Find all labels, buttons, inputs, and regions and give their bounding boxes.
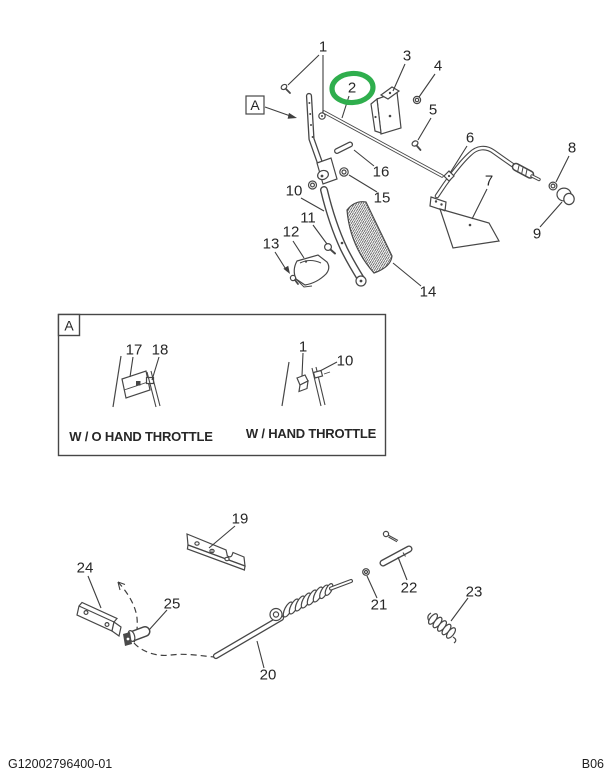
callout-21-label: 21	[371, 597, 388, 614]
inset-left-sketch	[112, 355, 161, 408]
leader-lines-inset-left	[129, 356, 160, 381]
part-4-nut	[412, 95, 422, 105]
leader-lines-bottom	[87, 525, 469, 669]
callout-6-label: 6	[466, 130, 474, 147]
cable-spring-coils	[282, 583, 334, 618]
arrowhead-routing	[117, 581, 126, 591]
highlight-ellipse	[329, 70, 376, 106]
part-15-nut	[339, 167, 349, 177]
part-10-pedal-arm	[320, 186, 367, 287]
detail-inset: A 17 18 W / O HAND THROTTLE 1 10 W / HAN…	[57, 313, 387, 457]
part-21-nut	[362, 568, 370, 576]
callout-5-label: 5	[429, 102, 437, 119]
inset-left-caption: W / O HAND THROTTLE	[69, 429, 213, 444]
leader-lines-inset-right	[301, 352, 338, 377]
part-lever	[305, 92, 324, 167]
callout-inset-10-label: 10	[337, 353, 354, 370]
part-25-clamp	[123, 626, 151, 646]
part-5-screw	[411, 140, 422, 151]
footer-part-number: G12002796400-01	[8, 757, 112, 771]
callout-23-label: 23	[466, 584, 483, 601]
callout-16-label: 16	[373, 164, 390, 181]
detail-marker-A: A	[245, 95, 297, 119]
part-16-pin	[334, 141, 353, 154]
arrowhead	[287, 112, 297, 119]
callout-10-label: 10	[286, 183, 303, 200]
callout-19-label: 19	[232, 511, 249, 528]
part-8-nut	[548, 181, 558, 191]
part-20-cable	[212, 579, 353, 660]
callout-7-label: 7	[485, 173, 493, 190]
callout-12-label: 12	[283, 224, 300, 241]
part-2-rod	[322, 110, 444, 178]
part-pivot-block	[307, 157, 338, 190]
inset-marker-box	[57, 313, 81, 337]
cable-routing-dashed	[117, 581, 215, 658]
part-13-screw	[289, 274, 299, 285]
part-24-bracket	[76, 601, 122, 638]
callout-24-label: 24	[77, 560, 94, 577]
callout-inset-1-label: 1	[299, 339, 307, 356]
detail-marker-label: A	[250, 97, 260, 113]
callout-15-label: 15	[374, 190, 391, 207]
part-9-bushing	[556, 187, 575, 206]
callout-9-label: 9	[533, 226, 541, 243]
footer-page-code: B06	[582, 757, 604, 771]
callout-1-label: 1	[319, 39, 327, 56]
arrowhead-13	[283, 265, 290, 274]
callout-3-label: 3	[403, 48, 411, 65]
part-12-clip	[293, 254, 330, 288]
part-14-pedal-pad	[346, 201, 393, 274]
inset-border	[57, 313, 387, 457]
inset-right-sketch	[281, 361, 331, 407]
part-11-screw	[324, 243, 336, 255]
bottom-view: 19 20 21 22 23 24 25	[76, 511, 483, 684]
part-7-bracket	[429, 196, 500, 249]
callout-11-label: 11	[300, 210, 316, 227]
leader-lines-main	[274, 54, 570, 287]
callout-8-label: 8	[568, 140, 576, 157]
main-view: A 1 2 3 4 5 6 7 8 9 10 11 12 13 14 15 16	[245, 39, 576, 301]
inset-right-caption: W / HAND THROTTLE	[246, 426, 377, 441]
callout-17-label: 17	[126, 342, 143, 359]
part-23-spring	[427, 612, 457, 644]
callout-18-label: 18	[152, 342, 169, 359]
part-1-screw	[280, 83, 291, 94]
callout-4-label: 4	[434, 58, 442, 75]
part-3-bracket	[370, 86, 402, 135]
callout-25-label: 25	[164, 596, 181, 613]
callout-20-label: 20	[260, 667, 277, 684]
part-cable-upper	[434, 145, 541, 199]
part-6-clip	[443, 170, 455, 182]
part-19-plate	[186, 533, 246, 571]
footer: G12002796400-01 B06	[8, 757, 604, 771]
callout-22-label: 22	[401, 580, 418, 597]
callout-14-label: 14	[420, 284, 437, 301]
part-22-pin	[379, 530, 413, 567]
inset-marker-label: A	[64, 318, 74, 334]
callout-13-label: 13	[263, 236, 280, 253]
callout-2-label: 2	[348, 80, 356, 97]
